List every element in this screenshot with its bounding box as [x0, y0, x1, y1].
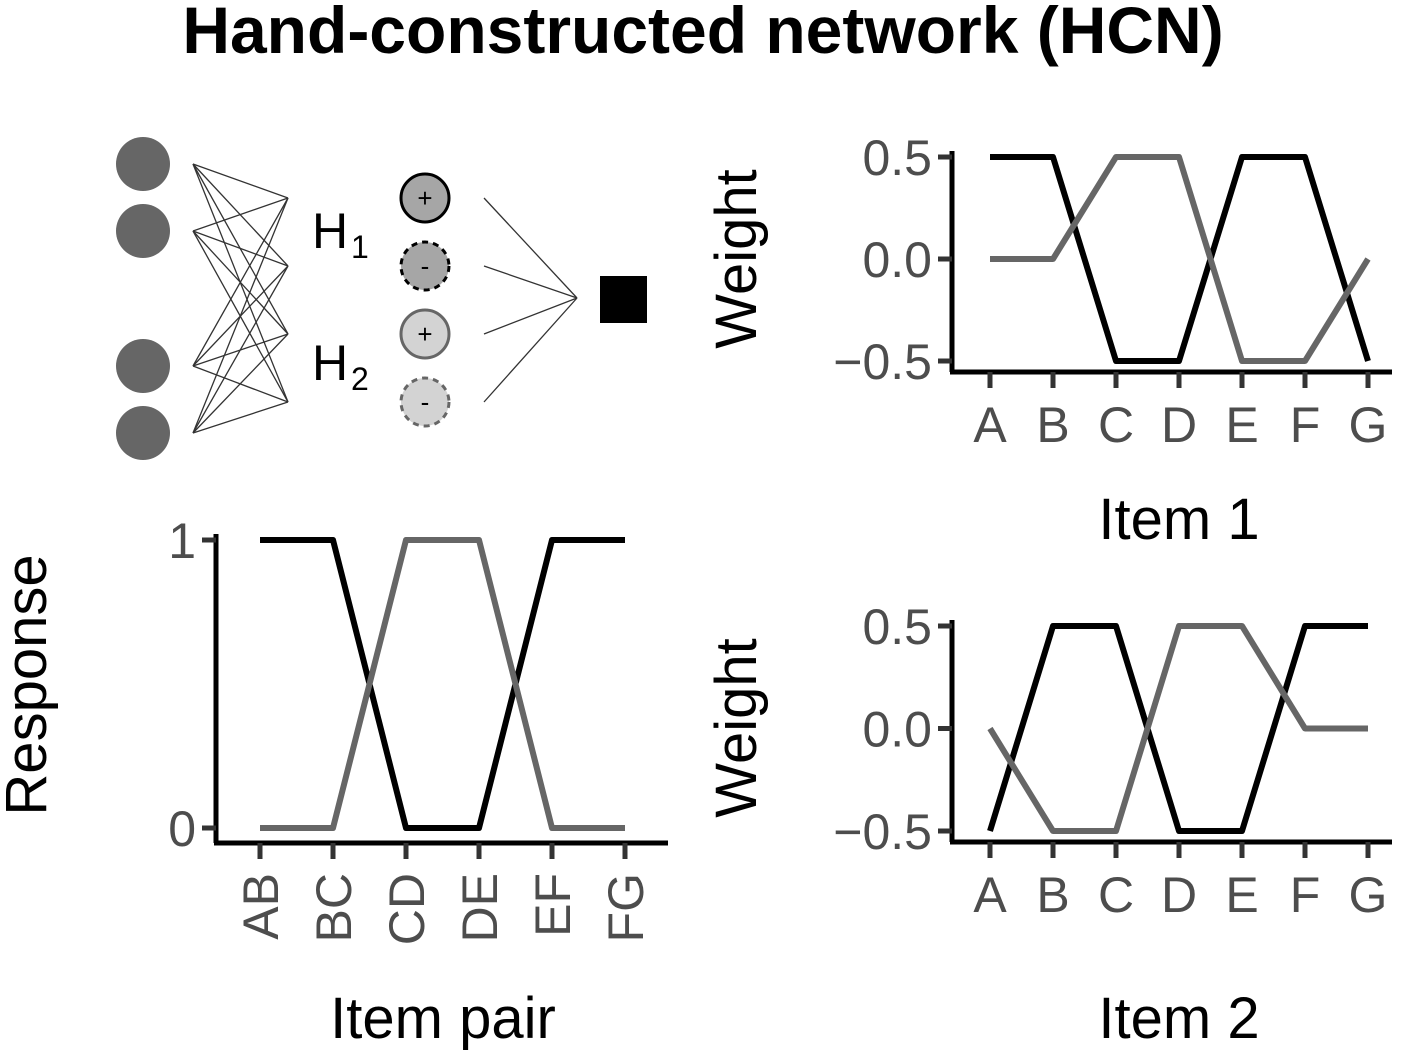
- series-line: [987, 623, 1368, 834]
- input-hidden-connection: [192, 265, 289, 434]
- y-tick-label: 0.0: [862, 702, 932, 758]
- x-tick-label: D: [1161, 867, 1197, 923]
- input-node: [116, 406, 170, 460]
- input-hidden-connection: [192, 401, 289, 434]
- hidden-unit-sign: -: [421, 251, 430, 281]
- series-line: [990, 154, 1371, 364]
- hidden-unit: [399, 376, 451, 428]
- x-tick-label: G: [1349, 867, 1388, 923]
- x-tick-label: A: [973, 397, 1007, 453]
- hidden-group-subscript: 1: [351, 229, 369, 265]
- x-axis-label: Item pair: [330, 986, 556, 1051]
- series-line: [260, 537, 625, 831]
- x-axis-label: Item 1: [1098, 487, 1259, 552]
- x-tick-label: C: [1098, 867, 1134, 923]
- y-tick-label: 0.0: [862, 232, 932, 288]
- y-axis-label: Weight: [704, 169, 769, 348]
- hidden-unit-sign: +: [417, 183, 432, 213]
- x-tick-label: G: [1349, 397, 1388, 453]
- x-tick-label: FG: [598, 873, 654, 942]
- x-tick-label: E: [1225, 867, 1258, 923]
- y-tick-label: 0.5: [862, 130, 932, 186]
- hidden-group-label: H: [312, 203, 348, 259]
- x-tick-label: AB: [233, 873, 289, 940]
- x-tick-label: B: [1036, 867, 1069, 923]
- x-tick-label: B: [1036, 397, 1069, 453]
- hidden-group-subscript: 2: [351, 361, 369, 397]
- y-tick-label: −0.5: [833, 334, 932, 390]
- x-tick-label: CD: [379, 873, 435, 945]
- input-hidden-connection: [192, 197, 289, 434]
- y-tick-label: −0.5: [833, 804, 932, 860]
- input-node: [116, 204, 170, 258]
- hidden-unit: [399, 240, 451, 292]
- hidden-unit: [399, 172, 451, 224]
- input-hidden-connection: [192, 197, 289, 367]
- y-tick-label: 0.5: [862, 599, 932, 655]
- hidden-output-connection: [483, 265, 578, 299]
- hidden-unit-sign: +: [417, 319, 432, 349]
- y-tick-label: 1: [168, 513, 196, 569]
- input-node: [116, 339, 170, 393]
- series-line: [987, 623, 1368, 834]
- x-tick-label: DE: [452, 873, 508, 942]
- y-tick-label: 0: [168, 801, 196, 857]
- input-hidden-connection: [192, 230, 289, 267]
- output-node: [600, 276, 647, 323]
- hidden-output-connection: [483, 297, 578, 403]
- hidden-unit-sign: -: [421, 387, 430, 417]
- y-axis-label: Weight: [704, 638, 769, 817]
- hidden-group-label: H: [312, 335, 348, 391]
- x-tick-label: F: [1290, 397, 1321, 453]
- figure-title: Hand-constructed network (HCN): [182, 0, 1223, 67]
- input-hidden-connection: [192, 197, 289, 232]
- x-axis-label: Item 2: [1098, 986, 1259, 1051]
- x-tick-label: EF: [525, 873, 581, 937]
- x-tick-label: E: [1225, 397, 1258, 453]
- x-tick-label: A: [973, 867, 1007, 923]
- input-node: [116, 137, 170, 191]
- hidden-unit: [399, 308, 451, 360]
- x-tick-label: F: [1290, 867, 1321, 923]
- x-tick-label: D: [1161, 397, 1197, 453]
- series-line: [990, 154, 1371, 364]
- y-axis-label: Response: [0, 554, 59, 815]
- x-tick-label: BC: [306, 873, 362, 942]
- hidden-output-connection: [483, 297, 578, 335]
- input-hidden-connection: [192, 163, 289, 199]
- hidden-output-connection: [483, 197, 578, 299]
- x-tick-label: C: [1098, 397, 1134, 453]
- series-line: [260, 537, 625, 831]
- input-hidden-connection: [192, 333, 289, 434]
